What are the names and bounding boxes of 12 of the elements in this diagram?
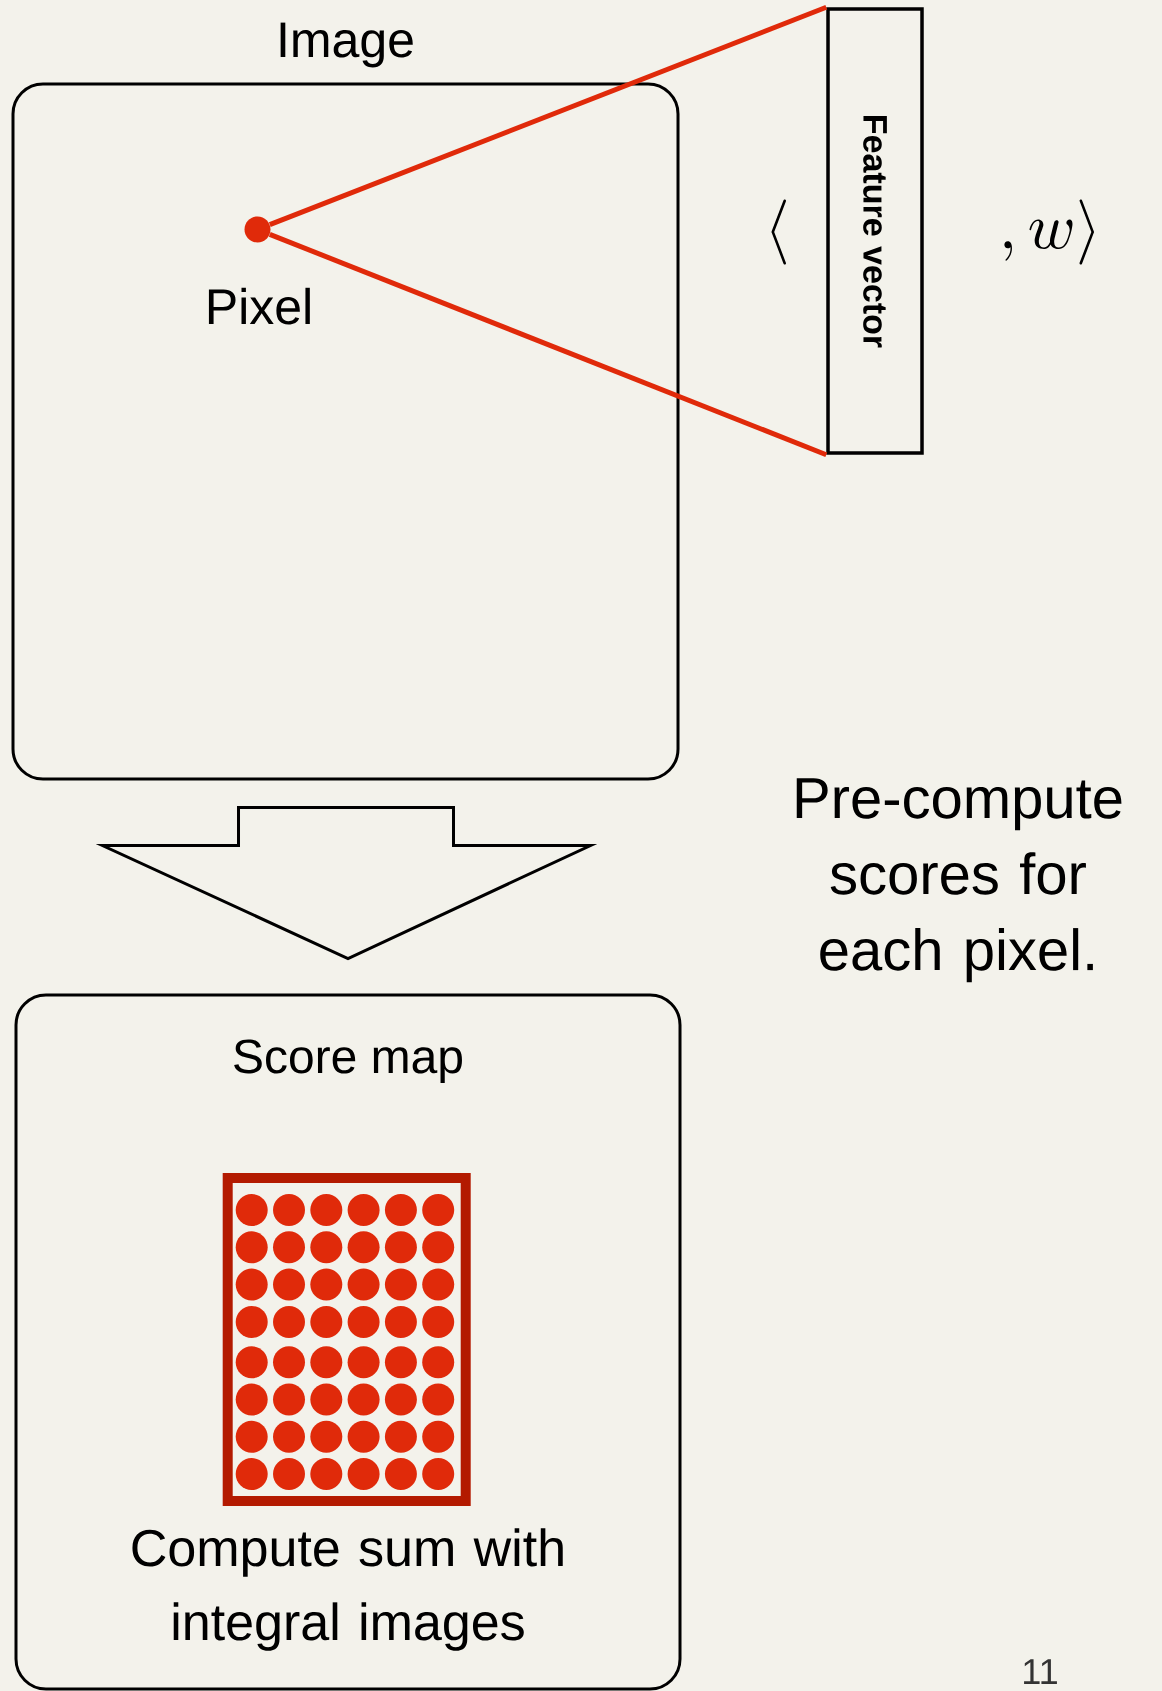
feature-vector-box: Feature vector	[826, 7, 924, 455]
box-caption: Compute sum with integral images	[132, 1528, 563, 1651]
box-heading: Image	[280, 22, 413, 68]
connector-line	[268, 4, 828, 228]
formula-bracket: $\langle$	[771, 199, 786, 265]
connector-line	[268, 232, 828, 458]
box-heading: Score map	[234, 1039, 462, 1083]
formula-text: $,w\rangle$	[1004, 199, 1094, 265]
page-number: 11	[1024, 1659, 1057, 1684]
note-text: Pre-compute scores for each pixel.	[796, 778, 1122, 983]
pixel-label: Pixel	[208, 287, 310, 325]
block-arrow	[95, 806, 598, 961]
